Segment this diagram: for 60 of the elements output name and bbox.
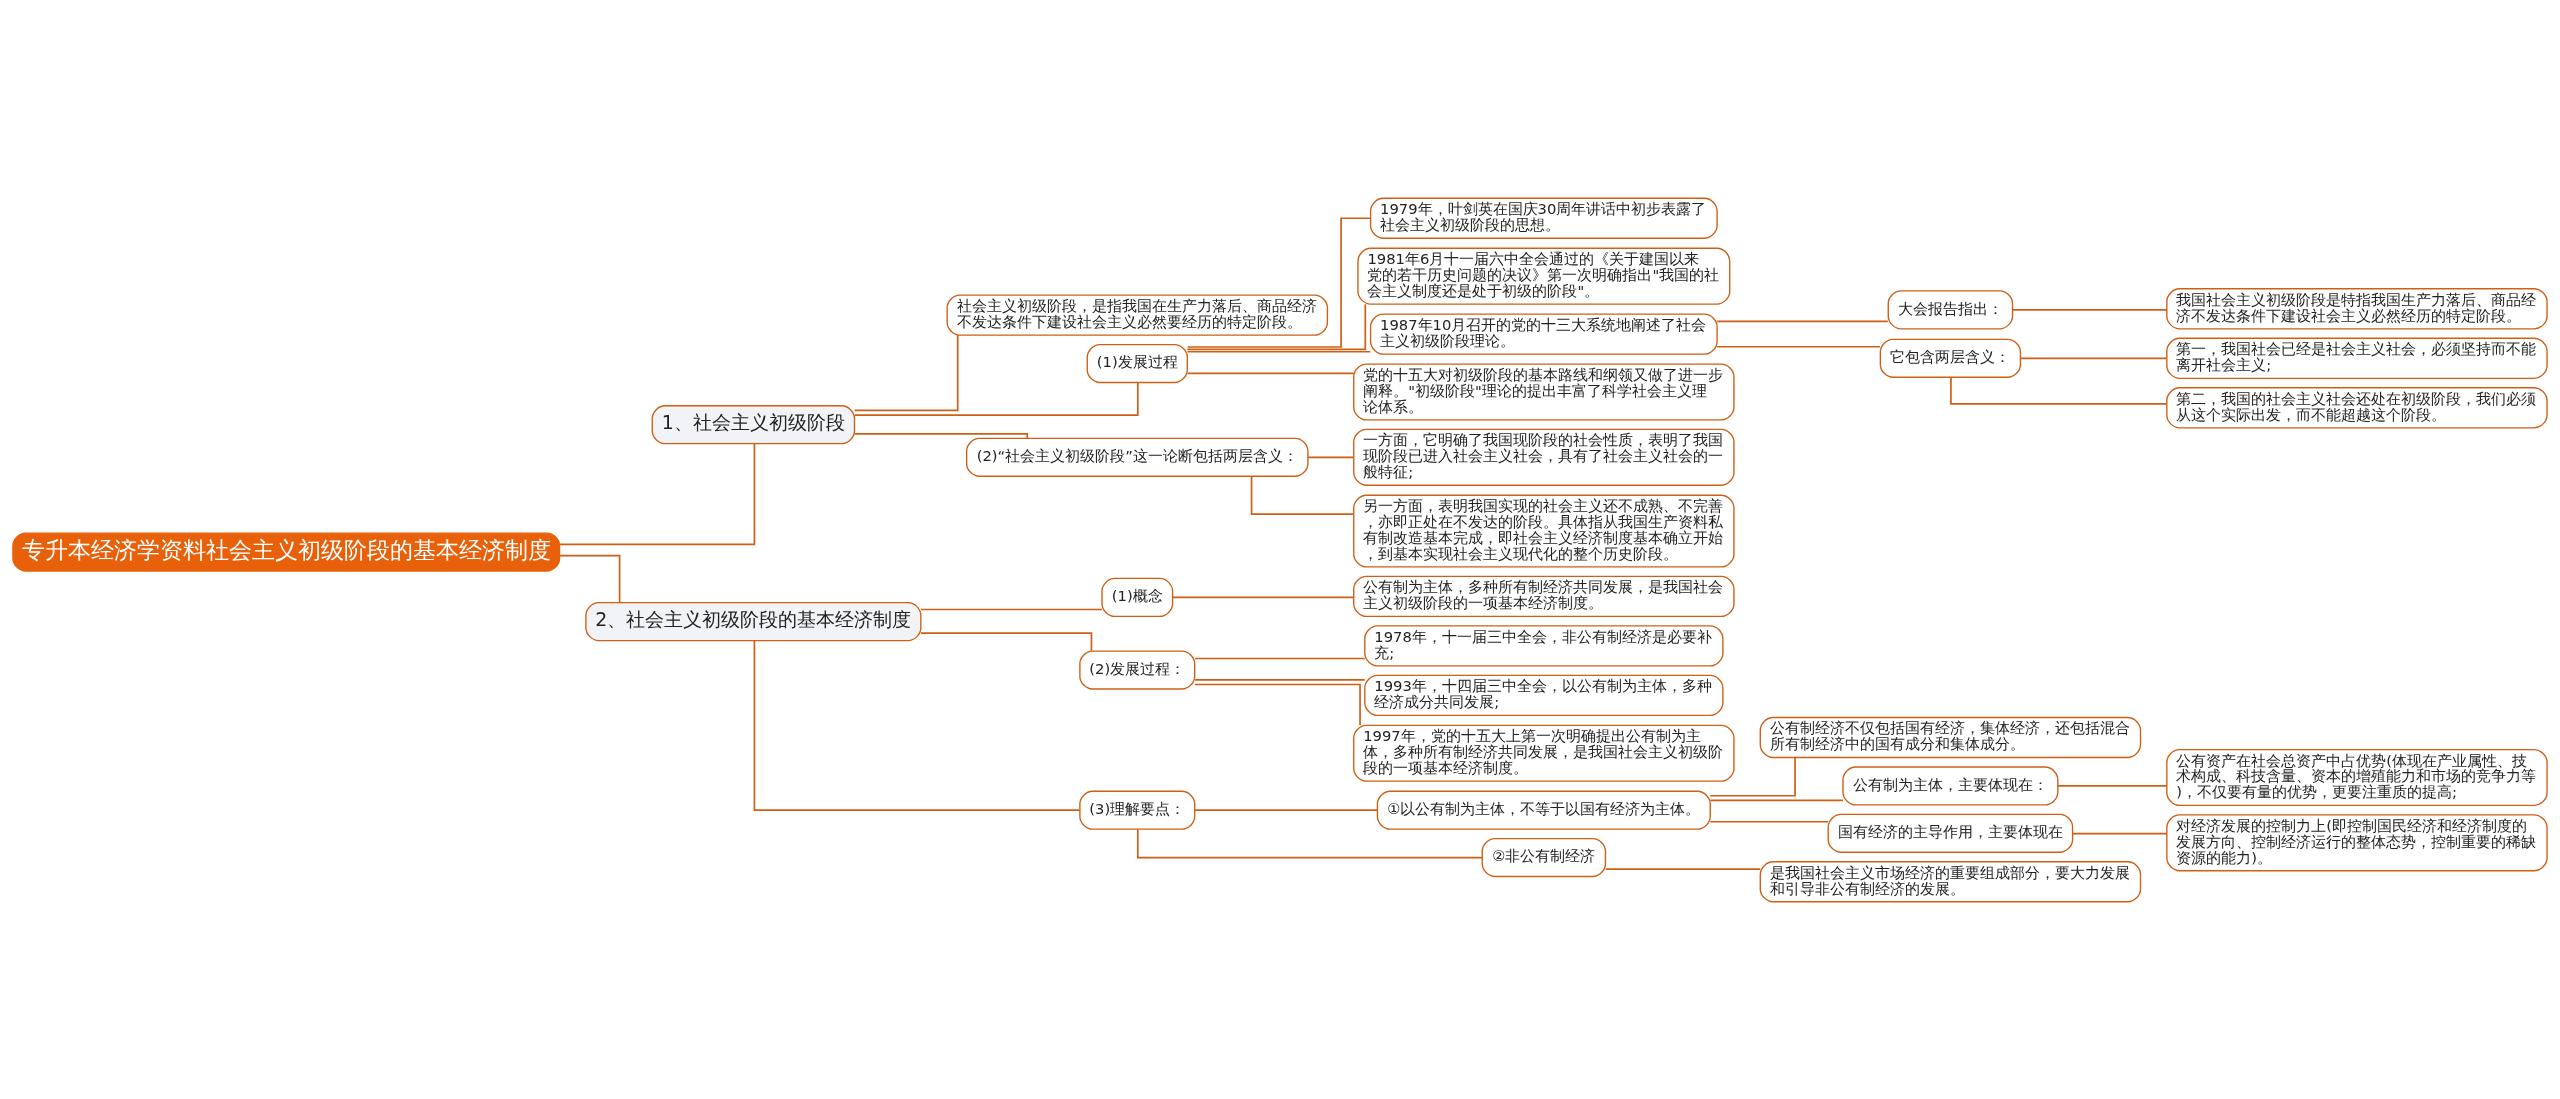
connector bbox=[1716, 345, 1881, 348]
connector bbox=[2011, 308, 2168, 311]
node-box: 另一方面，表明我国实现的社会主义还不成熟、不完善，亦即正处在不发达的阶段。具体指从我国生产资料私有制改造基本完成，即社会主义经济制度基本确立开始，到基本实现社会主义现代化的整个历史阶段。 bbox=[1353, 494, 1735, 568]
node-box: (2)发展过程： bbox=[1079, 649, 1196, 690]
node-box: 2、社会主义初级阶段的基本经济制度 bbox=[585, 601, 922, 641]
node-box: (1)发展过程 bbox=[1086, 343, 1188, 383]
connector bbox=[558, 554, 621, 603]
connector bbox=[1194, 808, 1379, 811]
connector bbox=[2071, 832, 2168, 834]
node-box: 公有资产在社会总资产中占优势(体现在产业属性、技术构成、科技含量、资本的增殖能力和市场的竞争力等)，不仅要有量的优势，更要注重质的提高; bbox=[2166, 748, 2548, 806]
node-box: 1981年6月十一届六中全会通过的《关于建国以来党的若干历史问题的决议》第一次明确指出"我国的社会主义制度还是处于初级的阶段"。 bbox=[1357, 247, 1731, 305]
node-box: 它包含两层含义： bbox=[1879, 338, 2022, 378]
connector bbox=[558, 442, 756, 545]
connector bbox=[853, 334, 959, 411]
node-box: 一方面，它明确了我国现阶段的社会性质，表明了我国现阶段已进入社会主义社会，具有了社会主义社会的一般特征; bbox=[1353, 428, 1735, 486]
node-box: 是我国社会主义市场经济的重要组成部分，要大力发展和引导非公有制经济的发展。 bbox=[1759, 860, 2142, 902]
node-box: 1、社会主义初级阶段 bbox=[651, 404, 856, 444]
node-box: 大会报告指出： bbox=[1887, 289, 2014, 329]
node-box: 对经济发展的控制力上(即控制国民经济和经济制度的发展方向、控制经济运行的整体态势，控制重要的稀缺资源的能力)。 bbox=[2166, 813, 2548, 871]
connector bbox=[1709, 756, 1796, 797]
node-box: 国有经济的主导作用，主要体现在 bbox=[1827, 813, 2074, 853]
node-box: 专升本经济学资料社会主义初级阶段的基本经济制度 bbox=[12, 531, 561, 572]
connector bbox=[920, 608, 1103, 610]
node-box: ①以公有制为主体，不等于以国有经济为主体。 bbox=[1376, 790, 1711, 830]
connector bbox=[1194, 678, 1366, 681]
node-box: 1997年，党的十五大上第一次明确提出公有制为主体，多种所有制经济共同发展，是我国社会主义初级阶段的一项基本经济制度。 bbox=[1353, 724, 1735, 782]
node-box: ②非公有制经济 bbox=[1481, 837, 1607, 877]
connector bbox=[1186, 350, 1372, 353]
node-box: (3)理解要点： bbox=[1079, 790, 1196, 830]
node-box: 党的十五大对初级阶段的基本路线和纲领又做了进一步阐释。"初级阶段"理论的提出丰富了科学社会主义理论体系。 bbox=[1353, 362, 1735, 421]
connector bbox=[854, 381, 1139, 416]
connector bbox=[1307, 455, 1355, 458]
node-box: 第二，我国的社会主义社会还处在初级阶段，我们必须从这个实际出发，而不能超越这个阶段。 bbox=[2166, 386, 2548, 428]
node-box: 1978年，十一届三中全会，非公有制经济是必要补充; bbox=[1364, 624, 1724, 667]
connector bbox=[1709, 820, 1829, 823]
node-box: (2)“社会主义初级阶段”这一论断包括两层含义： bbox=[965, 437, 1309, 477]
connector bbox=[1716, 320, 1889, 322]
node-box: 1993年，十四届三中全会，以公有制为主体，多种经济成分共同发展; bbox=[1364, 674, 1724, 716]
node-box: 第一，我国社会已经是社会主义社会，必须坚持而不能离开社会主义; bbox=[2166, 337, 2548, 379]
node-box: 公有制为主体，多种所有制经济共同发展，是我国社会主义初级阶段的一项基本经济制度。 bbox=[1353, 575, 1735, 617]
connector bbox=[1171, 596, 1355, 598]
connector bbox=[2019, 356, 2168, 359]
connector bbox=[1194, 657, 1366, 659]
connector bbox=[853, 432, 1029, 439]
node-box: (1)概念 bbox=[1101, 577, 1174, 617]
node-box: 1979年，叶剑英在国庆30周年讲话中初步表露了社会主义初级阶段的思想。 bbox=[1369, 197, 1718, 239]
connector bbox=[2057, 784, 2168, 787]
connector bbox=[1194, 683, 1361, 726]
connector bbox=[1709, 799, 1844, 801]
connector bbox=[920, 631, 1093, 652]
connector bbox=[1250, 475, 1355, 515]
node-box: 公有制经济不仅包括国有经济，集体经济，还包括混合所有制经济中的国有成分和集体成分。 bbox=[1759, 716, 2142, 758]
connector bbox=[1604, 867, 1762, 870]
node-box: 1987年10月召开的党的十三大系统地阐述了社会主义初级阶段理论。 bbox=[1369, 312, 1718, 355]
node-box: 社会主义初级阶段，是指我国在生产力落后、商品经济不发达条件下建设社会主义必然要经历的特定阶段。 bbox=[946, 293, 1329, 336]
connector bbox=[1186, 302, 1367, 350]
node-box: 我国社会主义初级阶段是特指我国生产力落后、商品经济不发达条件下建设社会主义必然经历的特定阶段。 bbox=[2166, 287, 2548, 329]
connector bbox=[1186, 371, 1355, 374]
connector bbox=[753, 639, 1081, 811]
node-box: 公有制为主体，主要体现在： bbox=[1842, 765, 2059, 806]
